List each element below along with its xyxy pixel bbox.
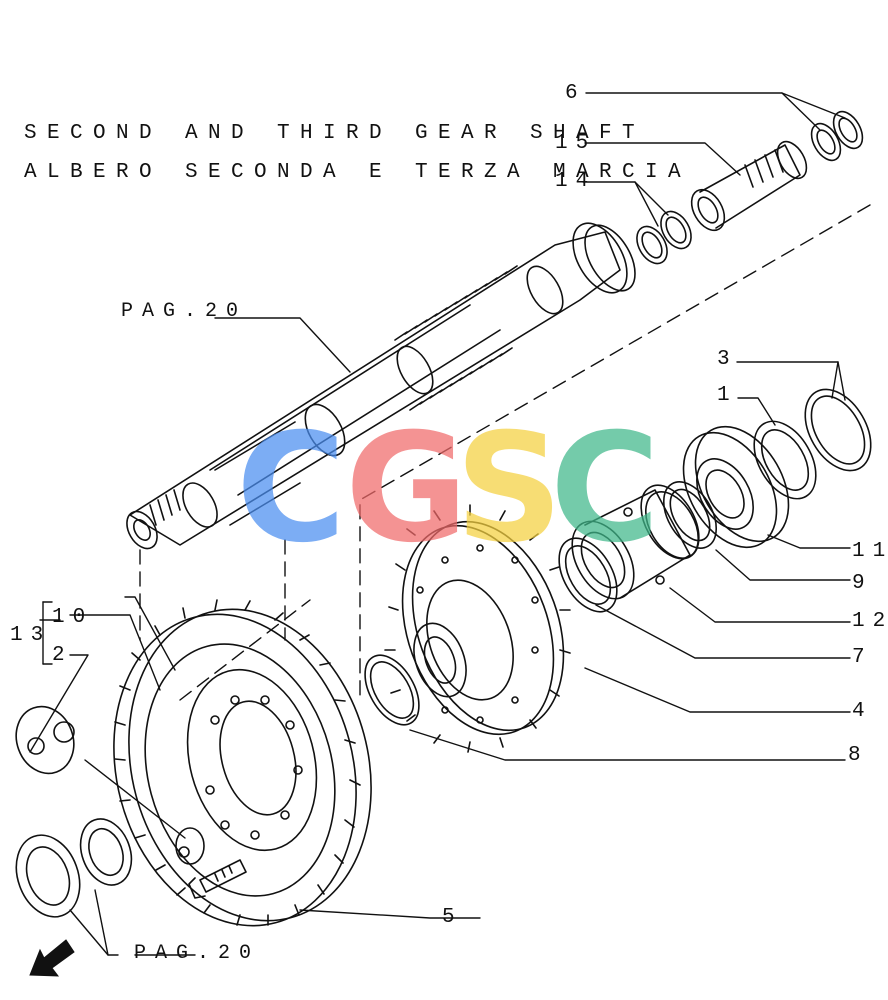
- assembly-dash-lines: [139, 204, 871, 701]
- watermark-letter-4: C: [550, 402, 660, 576]
- callout-labels: 6 15 14 3 1 11 9 12 7 4 8 5 10 2 13 PAG.…: [10, 82, 888, 965]
- ring-7: [558, 537, 618, 613]
- page-reference-shaft: PAG.20: [121, 300, 247, 323]
- snap-ring-3: [804, 388, 872, 472]
- watermark-letter-1: C: [236, 402, 346, 576]
- ring-1: [753, 420, 817, 500]
- callout-6: 6: [565, 82, 578, 105]
- leader-lines: [29, 92, 851, 956]
- callout-1: 1: [717, 384, 730, 407]
- bearing-lower-left: [15, 818, 133, 918]
- callout-4: 4: [852, 700, 865, 723]
- bolt: [188, 859, 247, 899]
- callout-10: 10: [52, 606, 93, 629]
- watermark-letter-3: S: [455, 402, 563, 576]
- cgsc-watermark: C G S C: [236, 402, 660, 576]
- callout-7: 7: [852, 646, 865, 669]
- callout-9: 9: [852, 572, 865, 595]
- rings-6: [810, 110, 864, 162]
- callout-15: 15: [555, 132, 596, 155]
- callout-8: 8: [848, 744, 861, 767]
- callout-5: 5: [442, 906, 455, 929]
- pin: [15, 705, 205, 865]
- callout-3: 3: [717, 348, 730, 371]
- watermark-letter-2: G: [345, 402, 468, 576]
- title-english: SECOND AND THIRD GEAR SHAFT: [24, 122, 646, 145]
- bushing-12: [571, 484, 700, 600]
- callout-14: 14: [555, 170, 596, 193]
- rings-14: [636, 210, 692, 265]
- callout-13: 13: [10, 624, 51, 647]
- callout-11: 11: [852, 540, 888, 563]
- callout-12: 12: [852, 610, 888, 633]
- ring-8: [364, 654, 420, 726]
- callout-2: 2: [52, 644, 65, 667]
- direction-arrow-icon: [29, 939, 75, 977]
- title-italian: ALBERO SECONDA E TERZA MARCIA: [24, 161, 692, 184]
- gear-5: [113, 599, 372, 927]
- main-shaft: [126, 222, 636, 550]
- sleeve-15: [690, 140, 808, 232]
- page-reference-bearing: PAG.20: [134, 942, 260, 965]
